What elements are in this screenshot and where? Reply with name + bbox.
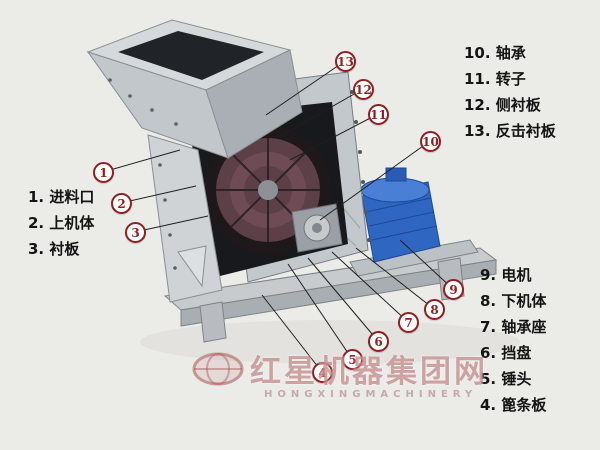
callout-badge-5: 5 [342,349,363,370]
callout-badge-1: 1 [93,162,114,183]
part-label-baffle-disc: 6. 挡盘 [480,344,532,362]
callout-number: 6 [374,334,383,349]
callout-badge-10: 10 [420,131,441,152]
callout-number: 8 [430,302,439,317]
part-label-hammer-head: 5. 锤头 [480,370,532,388]
callout-badge-9: 9 [443,279,464,300]
part-label-lower-body: 8. 下机体 [480,292,547,310]
callout-number: 3 [131,225,140,240]
part-label-rotor: 11. 转子 [464,70,526,88]
callout-badge-3: 3 [125,222,146,243]
leader-lines [102,60,454,373]
callout-number: 4 [318,365,327,380]
bearing-block [291,203,343,253]
parts-list-bottom-right: 9. 电机 8. 下机体 7. 轴承座 6. 挡盘 5. 锤头 4. 篦条板 [480,262,546,418]
feed-hopper [86,19,303,159]
callout-number: 5 [348,352,357,367]
parts-list-left: 1. 进料口 2. 上机体 3. 衬板 [28,184,94,262]
part-label-side-liner: 12. 侧衬板 [464,96,541,114]
callout-number: 7 [404,315,413,330]
part-label-motor: 9. 电机 [480,266,532,284]
callout-number: 10 [422,134,439,149]
part-label-grate-plate: 4. 篦条板 [480,396,547,414]
callout-number: 12 [355,82,372,97]
part-label-liner: 3. 衬板 [28,240,80,258]
callout-badge-6: 6 [368,331,389,352]
callout-badge-7: 7 [398,312,419,333]
callout-number: 1 [99,165,108,180]
callout-badge-8: 8 [424,299,445,320]
part-label-bearing-seat: 7. 轴承座 [480,318,547,336]
callout-badge-11: 11 [368,104,389,125]
rotor [204,126,332,254]
motor [360,167,441,263]
callout-badge-13: 13 [335,51,356,72]
callout-number: 2 [117,196,126,211]
parts-list-top-right: 10. 轴承 11. 转子 12. 侧衬板 13. 反击衬板 [464,40,556,144]
callout-number: 9 [449,282,458,297]
housing-front-panel [147,134,223,303]
part-label-bearing: 10. 轴承 [464,44,526,62]
callout-number: 11 [370,107,387,122]
callout-badge-12: 12 [353,79,374,100]
part-label-impact-liner: 13. 反击衬板 [464,122,556,140]
callout-badge-4: 4 [312,362,333,383]
callout-badge-2: 2 [111,193,132,214]
part-label-feed-inlet: 1. 进料口 [28,188,95,206]
callout-number: 13 [337,54,354,69]
part-label-upper-body: 2. 上机体 [28,214,95,232]
